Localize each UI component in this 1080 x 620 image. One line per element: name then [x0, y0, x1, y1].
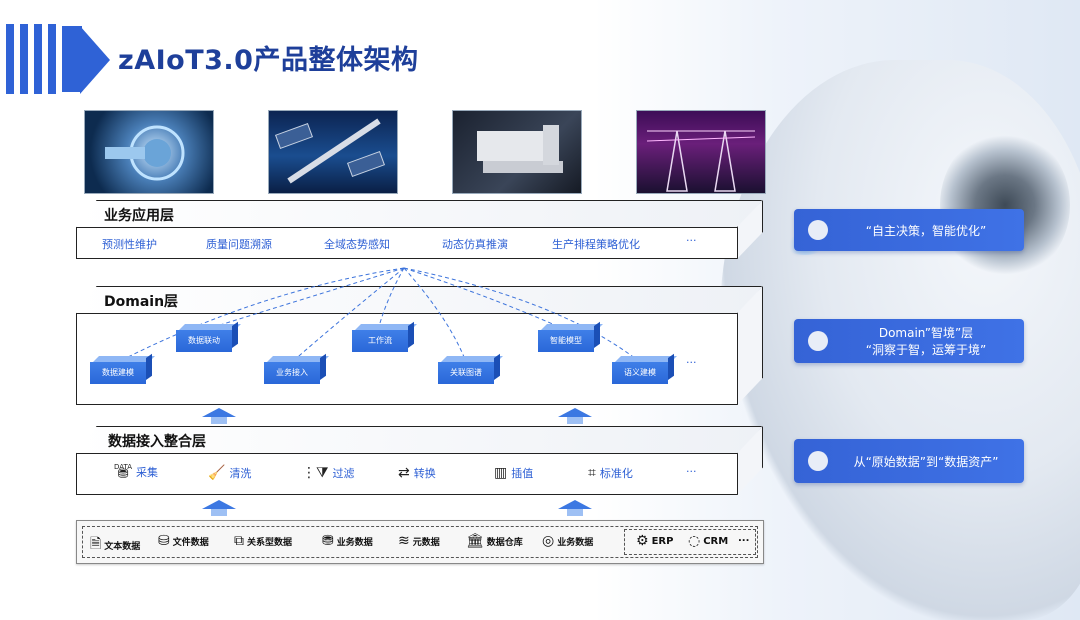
convert-icon: ⇄: [398, 465, 410, 481]
page-title: zAIoT3.0产品整体架构: [118, 45, 419, 76]
interpolate-icon: ▥: [494, 465, 508, 481]
business-systems-group: [624, 529, 756, 555]
header-arrow: [80, 26, 110, 94]
domain-cube: 数据联动: [176, 321, 241, 352]
warehouse-icon: 🏛: [466, 533, 484, 549]
int-item-interpolate: ▥ 插值: [494, 465, 534, 481]
up-arrow-icon: [202, 408, 236, 424]
callout-text: “洞察于智，运筹于境”: [865, 343, 987, 357]
data-sources-inner: [82, 526, 758, 558]
up-arrow-icon: [202, 500, 236, 516]
domain-cube: 数据建模: [90, 353, 155, 384]
source-metadata: ≋元数据: [398, 533, 440, 549]
int-item-convert: ⇄ 转换: [398, 465, 436, 481]
source-business-data-2: ◎业务数据: [542, 533, 594, 549]
erp-icon: ⚙: [636, 533, 649, 549]
int-item-filter: ⋮⧩ 过滤: [302, 465, 355, 481]
standardize-icon: ⌗: [588, 465, 596, 481]
app-layer-front: [76, 227, 738, 259]
power-tower-photo: [636, 110, 766, 194]
bullet-dot: [808, 451, 828, 471]
chart-circle-icon: ◎: [542, 533, 555, 549]
callout-text: Domain”智境”层: [878, 326, 974, 340]
integration-layer-title: 数据接入整合层: [108, 434, 206, 450]
crm-icon: ◌: [688, 533, 701, 549]
domain-cube: 关联图谱: [438, 353, 503, 384]
source-text-data: 🗎文本数据: [90, 533, 140, 557]
callout-domain-layer: Domain”智境”层 “洞察于智，运筹于境”: [794, 319, 1024, 363]
app-item: 质量问题溯源: [206, 238, 272, 251]
integration-layer-front: [76, 453, 738, 495]
domain-cube: 工作流: [352, 321, 417, 352]
source-data-warehouse: 🏛数据仓库: [466, 533, 523, 549]
source-file-data: ⛁文件数据: [158, 533, 209, 549]
source-erp: ⚙ERP: [636, 533, 674, 549]
header-bar: [62, 26, 82, 92]
integration-layer-top: [76, 426, 762, 454]
relation-icon: ⧉: [234, 533, 244, 549]
domain-cube: 语义建模: [612, 353, 677, 384]
bullet-dot: [808, 220, 828, 240]
int-item-standardize: ⌗ 标准化: [588, 465, 633, 481]
bullet-dot: [808, 331, 828, 351]
domain-cube: 智能模型: [538, 321, 603, 352]
domain-more: ···: [686, 356, 697, 369]
layers-icon: ≋: [398, 533, 410, 549]
header-stripe: [20, 24, 28, 94]
callout-text: “自主决策，智能优化”: [865, 224, 987, 238]
data-sources-panel: [76, 520, 764, 564]
database-check-icon: ⛁: [158, 533, 170, 549]
source-business-data: ⛃业务数据: [322, 533, 373, 549]
space-station-photo: [268, 110, 398, 194]
header-stripe: [34, 24, 42, 94]
app-item: 全域态势感知: [324, 238, 390, 251]
header-stripe: [6, 24, 14, 94]
industrial-machine-photo: [452, 110, 582, 194]
domain-cube: 业务接入: [264, 353, 329, 384]
document-icon: 🗎: [90, 536, 102, 552]
app-item-more: ···: [686, 234, 697, 247]
callout-app-layer: “自主决策，智能优化”: [794, 209, 1024, 251]
turbine-engine-photo: [84, 110, 214, 194]
app-item: 预测性维护: [102, 238, 157, 251]
domain-layer-title: Domain层: [104, 294, 179, 310]
app-item: 动态仿真推演: [442, 238, 508, 251]
data-collect-icon: DATA⛃: [114, 463, 133, 482]
app-layer-title: 业务应用层: [104, 208, 174, 224]
int-item-clean: 🧹 清洗: [208, 465, 252, 481]
callout-text: 从“原始数据”到“数据资产”: [853, 455, 999, 469]
source-more: ...: [738, 533, 750, 544]
source-relational-data: ⧉关系型数据: [234, 533, 293, 549]
up-arrow-icon: [558, 408, 592, 424]
int-item-more: ···: [686, 465, 697, 478]
robot-ear-image: [940, 130, 1070, 280]
callout-integration-layer: 从“原始数据”到“数据资产”: [794, 439, 1024, 483]
source-crm: ◌CRM: [688, 533, 729, 549]
app-item: 生产排程策略优化: [552, 238, 640, 251]
broom-icon: 🧹: [208, 465, 226, 481]
database-icon: ⛃: [322, 533, 334, 549]
int-item-collect: DATA⛃ 采集: [114, 463, 159, 482]
header-stripe: [48, 24, 56, 94]
up-arrow-icon: [558, 500, 592, 516]
filter-icon: ⋮⧩: [302, 465, 329, 481]
